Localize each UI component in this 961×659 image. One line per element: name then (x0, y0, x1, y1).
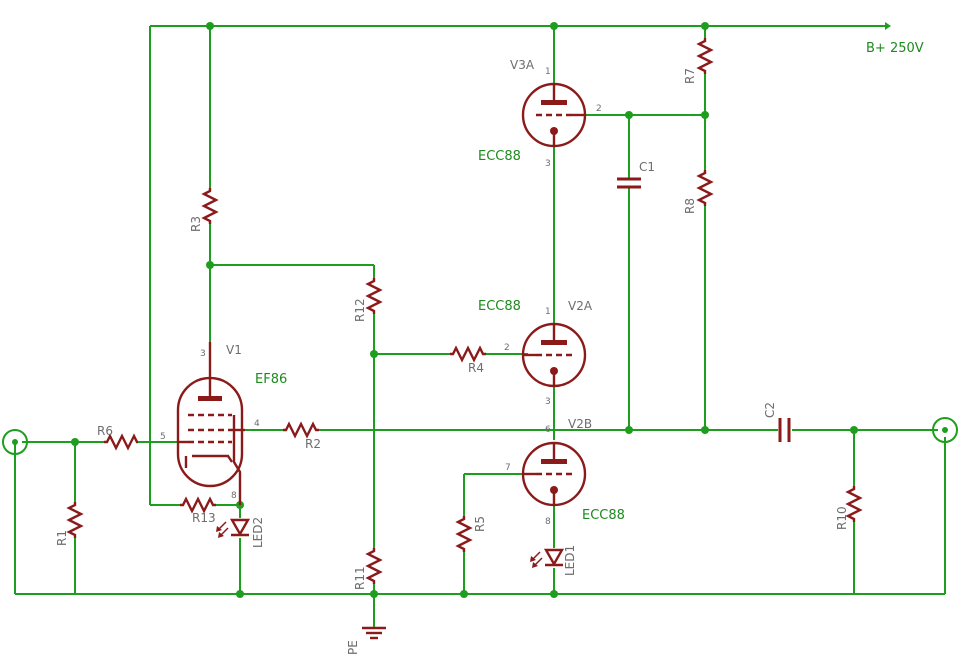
pin-v3a-cathode: 3 (545, 159, 551, 169)
label-r2: R2 (305, 437, 321, 451)
pin-v2a-cathode: 3 (545, 397, 551, 407)
pin-v3a-grid: 2 (596, 104, 602, 114)
resistor-r1 (66, 502, 84, 538)
pin-v3a-plate: 1 (545, 67, 551, 77)
led-led2 (216, 518, 251, 538)
tubes (176, 82, 587, 507)
leds (216, 518, 565, 568)
junction (236, 590, 244, 598)
pin-v2a-grid: 2 (504, 343, 510, 353)
tube-v2b (521, 441, 587, 507)
v2a-ref: V2A (568, 299, 593, 313)
pin-v1-plate: 3 (200, 349, 206, 359)
v3a-ref: V3A (510, 58, 535, 72)
v2b-type: ECC88 (582, 508, 625, 523)
junction (460, 590, 468, 598)
pin-v2b-grid: 7 (505, 463, 511, 473)
tube-v3a (521, 82, 587, 148)
label-r1: R1 (55, 530, 69, 546)
capacitors (617, 177, 791, 442)
junction (701, 22, 709, 30)
label-c1: C1 (639, 160, 655, 174)
resistor-r3 (201, 188, 219, 224)
label-led2: LED2 (251, 517, 265, 548)
label-r7: R7 (683, 68, 697, 84)
pin-v2b-plate: 6 (545, 425, 551, 435)
v1-ref: V1 (226, 343, 242, 357)
junction (206, 261, 214, 269)
resistor-r6 (104, 433, 139, 451)
label-r10: R10 (835, 506, 849, 530)
junction (850, 426, 858, 434)
output-jack (932, 417, 958, 443)
supply-label: B+ 250V (866, 41, 924, 56)
junction (701, 111, 709, 119)
labels: B+ 250V PE V1 EF86 V3A ECC88 ECC88 V2A V… (55, 41, 924, 655)
tube-v1 (176, 342, 245, 505)
junction (550, 22, 558, 30)
pin-v2b-cathode: 8 (545, 517, 551, 527)
pin-v2a-plate: 1 (545, 307, 551, 317)
resistor-r11 (365, 548, 383, 584)
resistor-r13 (180, 496, 216, 514)
led-led1 (530, 548, 565, 568)
junction (370, 350, 378, 358)
label-r4: R4 (468, 361, 484, 375)
resistor-r8 (696, 170, 714, 206)
label-r11: R11 (353, 566, 367, 590)
label-r3: R3 (189, 216, 203, 232)
junction (206, 22, 214, 30)
resistor-r5 (455, 516, 473, 552)
junction (701, 426, 709, 434)
label-r8: R8 (683, 198, 697, 214)
junction (71, 438, 79, 446)
pin-v1-cathode: 8 (231, 491, 237, 501)
tube-v2a (521, 322, 587, 388)
label-led1: LED1 (563, 545, 577, 576)
junctions (71, 22, 858, 598)
pin-v1-screen: 4 (254, 419, 260, 429)
v2b-ref: V2B (568, 417, 592, 431)
ground-label: PE (346, 640, 360, 655)
pin-v1-grid: 5 (160, 432, 166, 442)
junction (625, 426, 633, 434)
junction (550, 590, 558, 598)
capacitor-c1 (617, 177, 641, 189)
resistor-r12 (365, 278, 383, 314)
junction (370, 590, 378, 598)
capacitor-c2 (778, 418, 791, 442)
v2a-type: ECC88 (478, 299, 521, 314)
input-jack (2, 429, 28, 455)
junction (625, 111, 633, 119)
wires (14, 25, 946, 628)
label-r12: R12 (353, 298, 367, 322)
resistor-r2 (283, 421, 319, 439)
label-c2: C2 (763, 402, 777, 418)
resistor-r4 (450, 345, 486, 363)
ground-symbol (362, 626, 386, 640)
label-r5: R5 (473, 516, 487, 532)
supply-arrow (885, 22, 891, 30)
resistor-r10 (845, 486, 863, 522)
v1-type: EF86 (255, 372, 287, 387)
connectors (2, 22, 958, 640)
v3a-type: ECC88 (478, 149, 521, 164)
label-r13: R13 (192, 511, 216, 525)
resistor-r7 (696, 38, 714, 74)
label-r6: R6 (97, 424, 113, 438)
resistors (66, 38, 863, 584)
